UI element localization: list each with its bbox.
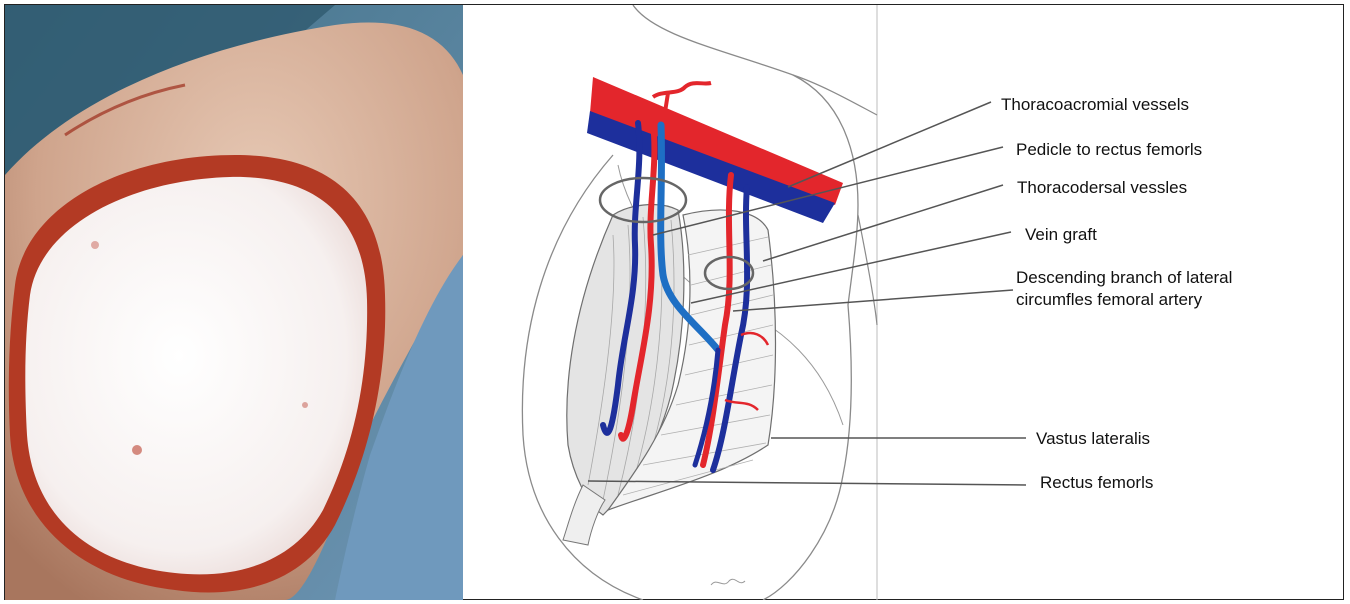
thoracoacromial-vessel-trunk [587, 77, 843, 223]
label-thoracoacromial-vessels: Thoracoacromial vessels [1001, 94, 1189, 115]
wound-dressing [25, 177, 367, 574]
label-thoracodorsal-vessels: Thoracodersal vessles [1017, 177, 1187, 198]
label-rectus-femoris: Rectus femorls [1040, 472, 1153, 493]
anatomy-illustration [463, 5, 1343, 600]
label-descending-branch-line2: circumfles femoral artery [1016, 289, 1202, 310]
label-vastus-lateralis: Vastus lateralis [1036, 428, 1150, 449]
surgical-photo [5, 5, 463, 600]
label-descending-branch-line1: Descending branch of lateral [1016, 267, 1232, 288]
label-pedicle-rectus-femoris: Pedicle to rectus femorls [1016, 139, 1202, 160]
label-vein-graft: Vein graft [1025, 224, 1097, 245]
